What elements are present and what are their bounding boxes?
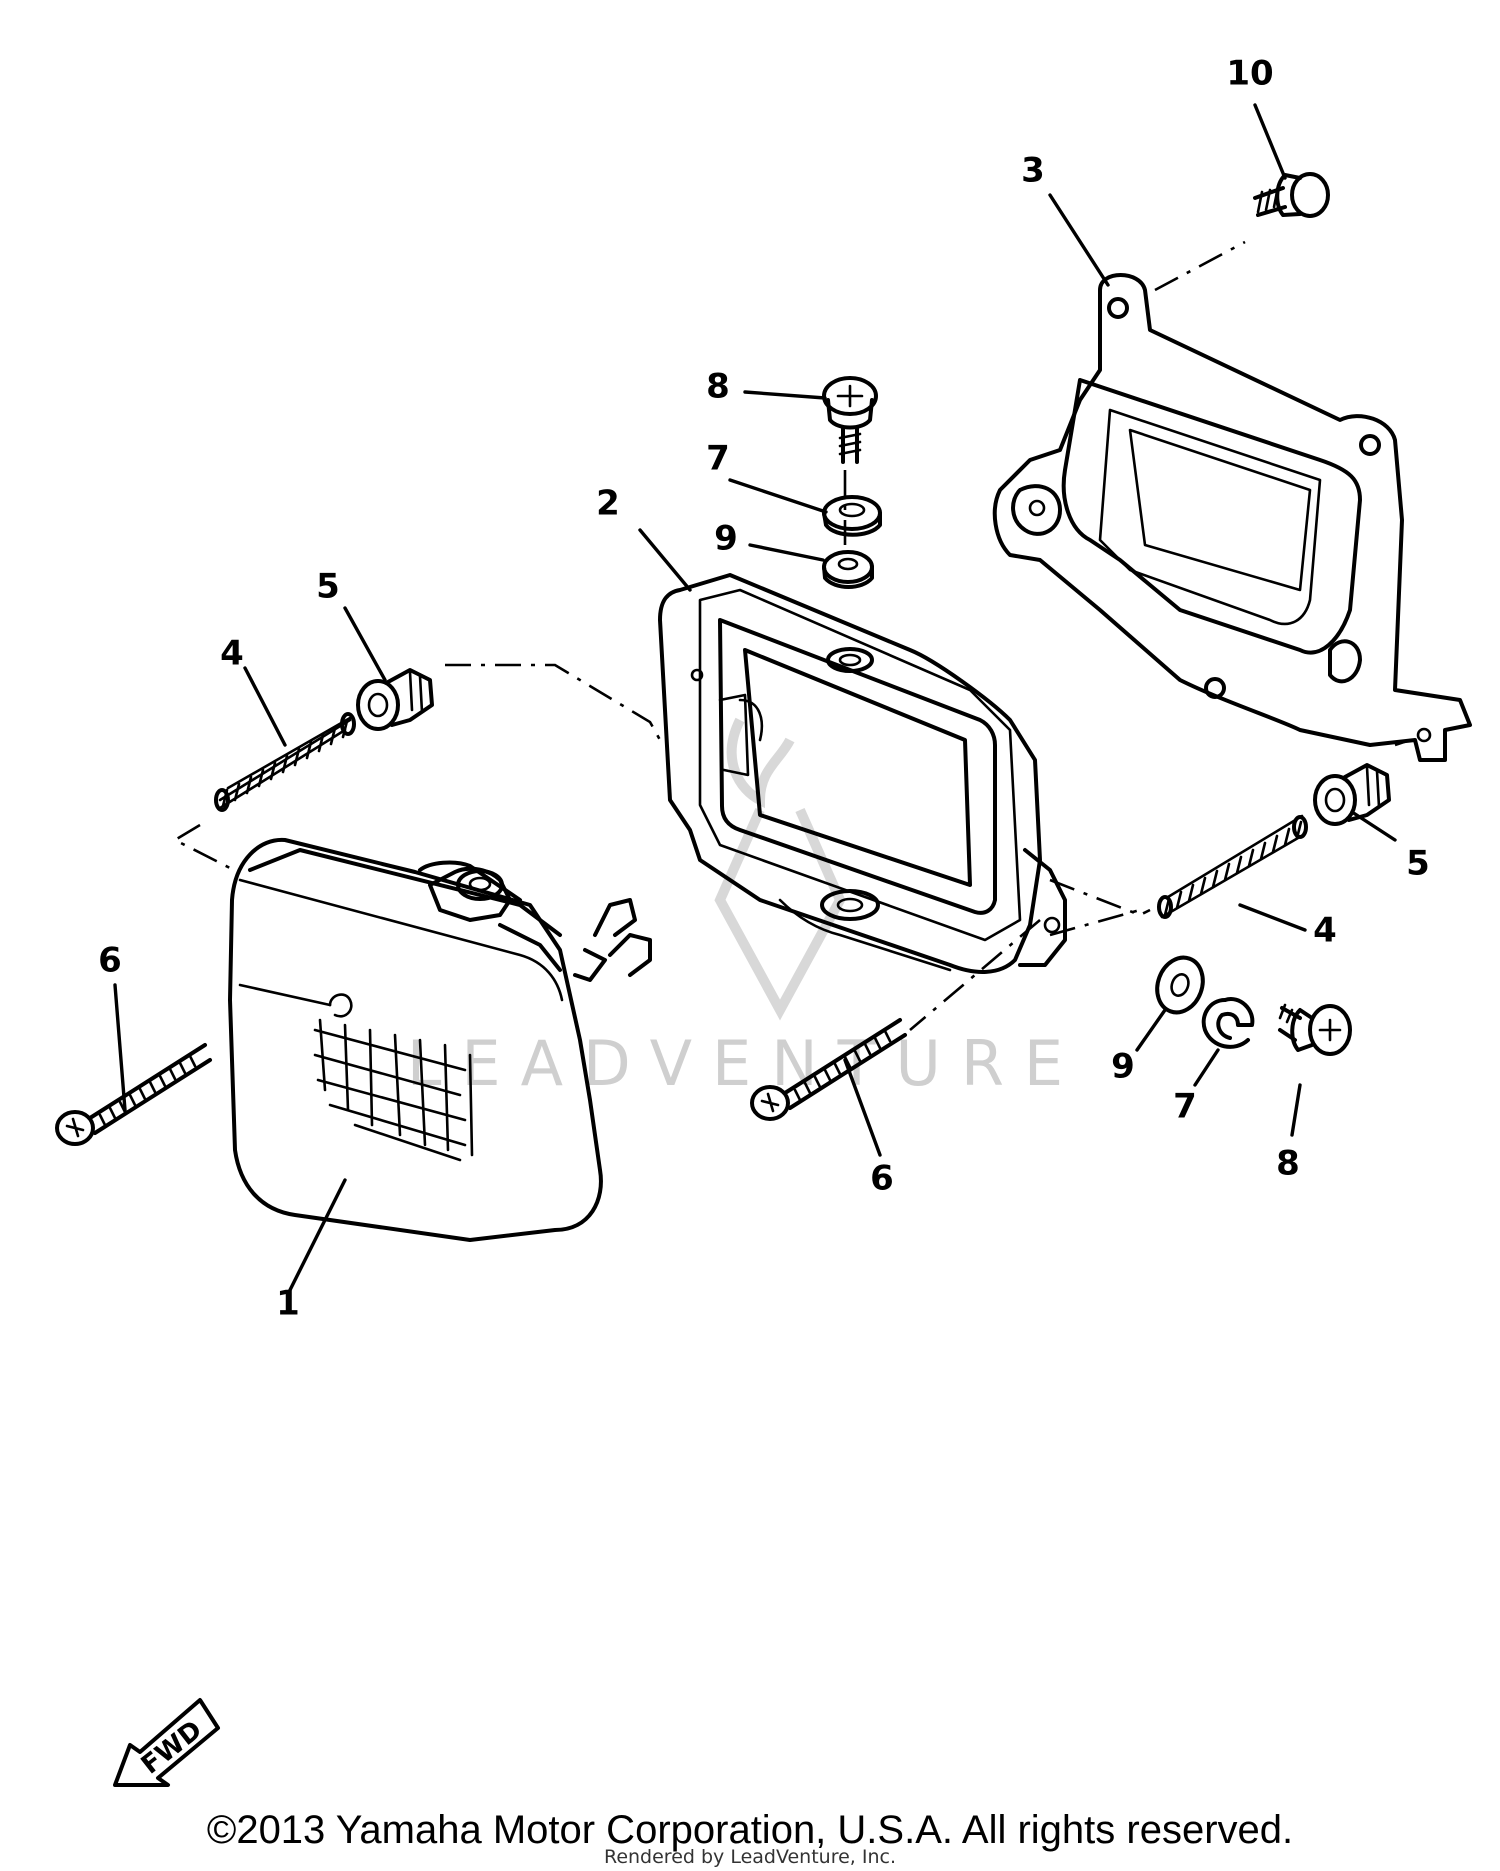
- fwd-arrow-icon: FWD: [113, 1698, 220, 1787]
- part-4-spring-left: [214, 712, 356, 812]
- part-5-nut-right: [1313, 763, 1391, 826]
- callout-8-top: 8: [706, 367, 730, 407]
- callout-4-left: 4: [220, 634, 244, 674]
- part-4-spring-right: [1157, 814, 1308, 919]
- part-9-washer-bottom: [1155, 955, 1205, 1015]
- part-8-screw-top: [822, 376, 878, 464]
- part-6-screw-left: [55, 1043, 212, 1146]
- part-9-washer-top: [822, 550, 874, 589]
- callout-6-right: 6: [870, 1159, 894, 1199]
- part-10-bolt: [1253, 172, 1330, 218]
- part-7-washer-bottom: [1201, 997, 1255, 1049]
- copyright-notice: ©2013 Yamaha Motor Corporation, U.S.A. A…: [206, 1808, 1294, 1852]
- lens-pattern-icon: [313, 1018, 474, 1162]
- part-7-washer-top: [822, 495, 882, 537]
- callout-7-top: 7: [706, 439, 730, 479]
- part-3-bracket: [992, 273, 1472, 762]
- callout-5-left: 5: [316, 567, 340, 607]
- part-1-headlight: [228, 837, 652, 1242]
- leader-lines: [113, 103, 1397, 1292]
- rendered-by-credit: Rendered by LeadVenture, Inc.: [603, 1846, 897, 1868]
- callout-1: 1: [276, 1284, 300, 1324]
- callout-3: 3: [1021, 151, 1045, 191]
- watermark-logo-icon: [714, 717, 846, 1021]
- callout-6-left: 6: [98, 941, 122, 981]
- callout-7-bottom: 7: [1173, 1087, 1197, 1127]
- callout-9-top: 9: [714, 519, 738, 559]
- assembly-lines: [172, 240, 1411, 1031]
- callout-9-bottom: 9: [1111, 1047, 1135, 1087]
- callout-labels: 1 2 3 4 4 5 5 6 6 7 7 8 8 9 9 10: [98, 54, 1430, 1324]
- watermark-text: LEADVENTURE: [407, 1027, 1083, 1100]
- callout-10: 10: [1226, 54, 1273, 94]
- callout-5-right: 5: [1406, 844, 1430, 884]
- callout-2: 2: [596, 484, 620, 524]
- part-8-screw-bottom: [1278, 1003, 1352, 1056]
- callout-8-bottom: 8: [1276, 1144, 1300, 1184]
- part-2-rim: [658, 573, 1067, 974]
- callout-4-right: 4: [1313, 911, 1337, 951]
- part-5-nut-left: [356, 668, 434, 731]
- watermark: LEADVENTURE: [407, 717, 1083, 1100]
